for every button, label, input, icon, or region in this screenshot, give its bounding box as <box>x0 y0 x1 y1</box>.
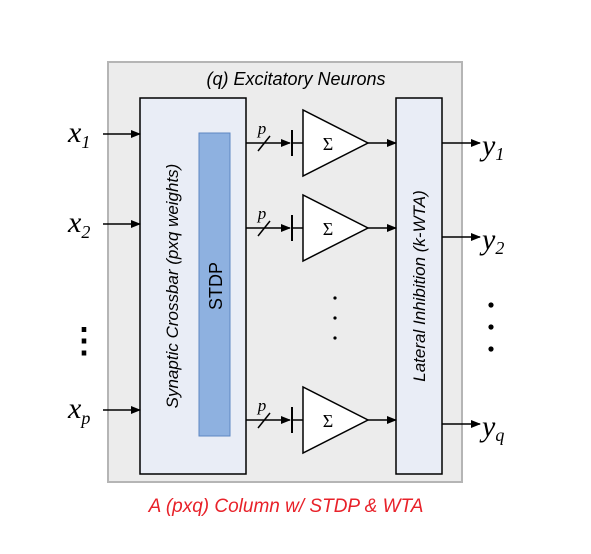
output-yq: yq <box>442 410 504 445</box>
input-subscript: 2 <box>81 222 90 242</box>
output-subscript: 1 <box>495 144 504 164</box>
neuron-row-q: p Σ <box>246 385 397 455</box>
excitatory-neurons-label: (q) Excitatory Neurons <box>206 69 385 89</box>
neuron-row-2: p Σ <box>246 193 397 263</box>
sum-symbol: Σ <box>323 219 333 239</box>
svg-text:y2: y2 <box>479 223 504 258</box>
bus-slash <box>257 220 271 237</box>
svg-text:yq: yq <box>479 410 504 445</box>
synaptic-crossbar-label: Synaptic Crossbar (pxq weights) <box>163 164 182 409</box>
output-ellipsis <box>488 302 494 352</box>
input-x2: x2 <box>67 206 141 242</box>
input-ellipsis: ⋮ <box>67 323 101 360</box>
output-subscript: 2 <box>495 238 504 258</box>
output-label: y <box>479 410 496 443</box>
input-xp: xp <box>67 392 141 428</box>
bus-slash <box>257 412 271 429</box>
bus-width-label: p <box>257 396 267 415</box>
input-label: x <box>67 392 82 425</box>
input-label: x <box>67 116 82 149</box>
svg-text:y1: y1 <box>479 129 504 164</box>
lateral-inhibition-block <box>395 97 443 475</box>
summation-amplifier <box>302 193 370 263</box>
bus-slash <box>257 135 271 152</box>
neuron-row-1: p Σ <box>246 108 397 178</box>
bus-width-label: p <box>257 119 267 138</box>
output-label: y <box>479 129 496 162</box>
output-subscript: q <box>495 425 504 445</box>
input-label: x <box>67 206 82 239</box>
output-y2: y2 <box>442 223 504 258</box>
summation-amplifier <box>302 108 370 178</box>
svg-text:x1: x1 <box>67 116 90 152</box>
bus-width-label: p <box>257 204 267 223</box>
input-subscript: p <box>79 408 90 428</box>
output-y1: y1 <box>442 129 504 164</box>
sum-symbol: Σ <box>323 134 333 154</box>
input-x1: x1 <box>67 116 141 152</box>
sum-symbol: Σ <box>323 411 333 431</box>
input-subscript: 1 <box>81 132 90 152</box>
diagram-caption: A (pxq) Column w/ STDP & WTA <box>148 496 424 517</box>
stdp-block <box>198 132 231 437</box>
svg-text:xp: xp <box>67 392 90 428</box>
stdp-label: STDP <box>206 262 226 310</box>
svg-text:x2: x2 <box>67 206 90 242</box>
lateral-inhibition-label: Lateral Inhibition (k-WTA) <box>410 190 429 381</box>
summation-amplifier <box>302 385 370 455</box>
output-label: y <box>479 223 496 256</box>
neuron-ellipsis <box>333 296 337 340</box>
